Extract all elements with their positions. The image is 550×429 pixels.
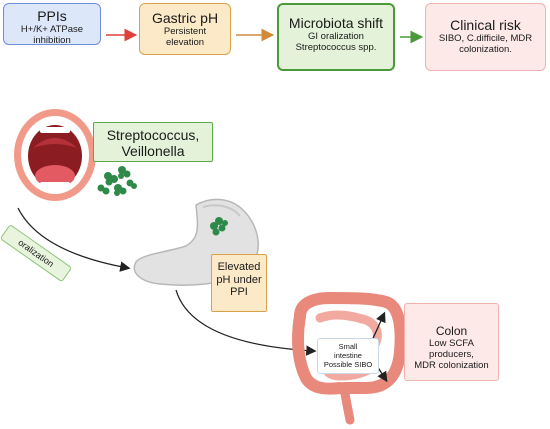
colon-line3: MDR colonization	[414, 360, 489, 371]
oral-bacteria-cluster	[97, 166, 137, 196]
oralization-path-arrow	[17, 207, 131, 272]
small-intestine-line3: Possible SIBO	[323, 360, 373, 369]
small-intestine-line2: intestine	[334, 351, 362, 360]
ppi-line2: inhibition	[33, 35, 71, 46]
microbiota-shift-box: Microbiota shift GI oralization Streptoc…	[277, 3, 395, 71]
gastric-ph-box: Gastric pH Persistent elevation	[139, 3, 231, 55]
microbiota-line1: GI oralization	[308, 31, 364, 42]
colon-line2: producers,	[429, 349, 474, 360]
oral-bacteria-line2: Veillonella	[121, 143, 185, 159]
clinical-risk-title: Clinical risk	[450, 17, 521, 33]
stomach-to-intestine-arrow	[175, 289, 317, 356]
gastric-ph-title: Gastric pH	[151, 10, 219, 26]
clinical-risk-box: Clinical risk SIBO, C.difficile, MDR col…	[425, 3, 546, 71]
small-intestine-label: Small intestine Possible SIBO	[317, 338, 379, 374]
ppi-title: PPIs	[37, 8, 67, 24]
ppi-line1: H+/K+ ATPase	[20, 24, 84, 35]
small-intestine-line1: Small	[338, 342, 358, 351]
stomach-line2: pH under	[216, 273, 262, 286]
microbiota-title: Microbiota shift	[288, 15, 384, 31]
oral-bacteria-label: Streptococcus, Veillonella	[93, 122, 213, 162]
colon-line1: Low SCFA	[429, 338, 474, 349]
colon-title: Colon	[435, 324, 468, 338]
gastric-ph-line1: Persistent	[163, 26, 207, 37]
microbiota-line2: Streptococcus spp.	[295, 42, 377, 53]
stomach-bacteria-cluster	[210, 217, 228, 236]
oral-bacteria-line1: Streptococcus,	[106, 127, 200, 143]
clinical-risk-line2: colonization.	[459, 44, 512, 55]
stomach-line1: Elevated	[217, 261, 261, 273]
clinical-risk-line1: SIBO, C.difficile, MDR	[438, 33, 533, 44]
stomach-line3: PPI	[230, 286, 248, 298]
ppi-box: PPIs H+/K+ ATPase inhibition	[3, 3, 101, 46]
colon-box: Colon Low SCFA producers, MDR colonizati…	[404, 303, 499, 381]
gastric-ph-line2: elevation	[165, 37, 205, 48]
mouth-illustration	[14, 109, 96, 201]
stomach-ph-label: Elevated pH under PPI	[211, 254, 267, 312]
